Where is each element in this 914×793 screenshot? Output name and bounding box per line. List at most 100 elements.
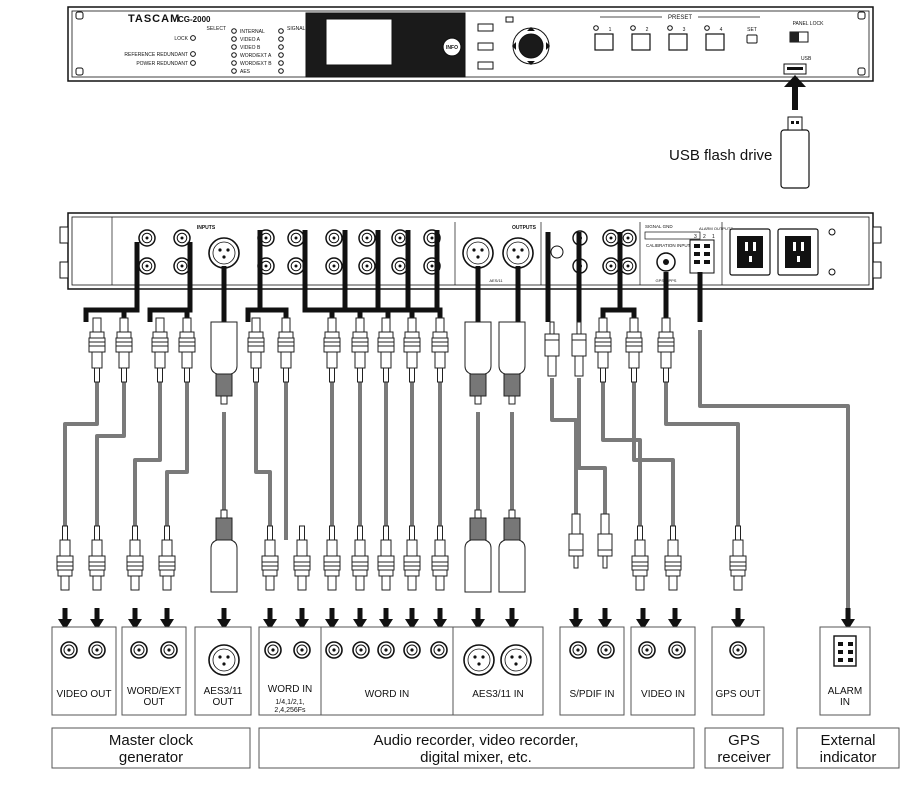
signal-label: SIGNAL [287, 26, 306, 32]
preset-button[interactable] [705, 33, 725, 51]
device-bnc-jack [430, 641, 448, 659]
xlr-plug-top [464, 321, 492, 405]
bnc-plug-top [247, 317, 265, 383]
group-external-indicator-line2: indicator [820, 749, 877, 766]
exit-cancel-button[interactable] [477, 61, 494, 70]
cable [664, 376, 740, 540]
push-enter-label: PUSH ENTER [502, 69, 532, 74]
connector-brackets [83, 230, 703, 324]
bnc-plug-bottom [351, 525, 369, 591]
alarm-terminal-pin [848, 658, 853, 662]
usb-flash-drive-label: USB flash drive [669, 147, 772, 164]
panel-lock-label: PANEL LOCK [793, 21, 825, 27]
menu-button[interactable] [477, 42, 494, 51]
cable [632, 376, 675, 540]
power-redundant-led [190, 60, 196, 66]
device-bnc-jack [569, 641, 587, 659]
info-button[interactable] [442, 37, 462, 57]
rear-xlr-inner [466, 241, 490, 265]
rates-line: 1/4,1/2,1, [275, 699, 304, 706]
power-redundant-label: POWER REDUNDANT [136, 61, 188, 67]
bnc-plug-bottom [664, 525, 682, 591]
preset-button[interactable] [594, 33, 614, 51]
label-line: OUT [143, 697, 164, 708]
group-gps-receiver [704, 727, 784, 769]
set-button[interactable] [746, 34, 758, 44]
device-xlr-pin [226, 655, 230, 659]
model-name: CG-2000 [178, 15, 211, 24]
device-word-in [320, 626, 454, 716]
device-xlr-pin [477, 662, 481, 666]
jog-arrow-up-icon [527, 27, 535, 31]
device-bnc-jack [668, 641, 686, 659]
bnc-plug-bottom [729, 525, 747, 591]
preset-button[interactable] [631, 33, 651, 51]
preset-label: PRESET [668, 15, 692, 21]
signal-led [278, 52, 284, 58]
jog-arrow-down-icon [527, 61, 535, 65]
device-bnc-jack [352, 641, 370, 659]
device-gps-out-label: GPS OUT [715, 689, 760, 700]
signal-gnd-label: SIGNAL GND [645, 224, 673, 229]
bnc-plug-top [377, 317, 395, 383]
jog-arrow-left-icon [512, 42, 516, 50]
preset-button[interactable] [668, 33, 688, 51]
signal-led [278, 28, 284, 34]
bnc-plug-bottom [126, 525, 144, 591]
reference-redundant-label: REFERENCE REDUNDANT [124, 52, 188, 58]
alarm-terminal-pin [838, 650, 843, 654]
device-bnc-jack [377, 641, 395, 659]
xlr-plug-bottom [498, 509, 526, 593]
device-video-out-label: VIDEO OUT [56, 689, 111, 700]
device-jacks [60, 635, 857, 676]
alarm-terminal-pin [848, 650, 853, 654]
bnc-plug-bottom [377, 525, 395, 591]
multi-jog-dial[interactable] [518, 33, 544, 59]
alarm-output-number: 1 [712, 234, 715, 240]
device-word-in-multi-rates: 1/4,1/2,1,2,4,256Fs [274, 699, 306, 714]
device-bnc-jack [130, 641, 148, 659]
bnc-plug-bottom [293, 525, 311, 591]
usb-drive-plug [787, 116, 803, 131]
label-line: WORD/EXT [127, 686, 181, 697]
home-display-button[interactable] [477, 23, 494, 32]
group-audio-recorder [258, 727, 695, 769]
bnc-plug-bottom [158, 525, 176, 591]
usb-arrow-shaft [792, 84, 798, 110]
device-bnc-jack [403, 641, 421, 659]
device-xlr-inner [467, 648, 491, 672]
rates-line: 2,4,256Fs [274, 707, 306, 714]
device-bnc-jack [597, 641, 615, 659]
brand-logo: TASCAM [128, 13, 180, 25]
device-bnc-jack [88, 641, 106, 659]
device-spdif-in-label: S/PDIF IN [569, 689, 614, 700]
device-bnc-jack [160, 641, 178, 659]
display-led [505, 16, 514, 23]
select-led [231, 36, 237, 42]
alarm-terminal-pin [838, 642, 843, 646]
calibration-input-pin [663, 259, 669, 265]
cable [95, 376, 126, 540]
device-spdif-in [559, 626, 625, 716]
connector-bracket [245, 230, 263, 322]
cable [254, 376, 272, 540]
label-line: OUT [212, 697, 233, 708]
bnc-plug-bottom [431, 525, 449, 591]
alarm-terminal-block [689, 239, 715, 274]
rear-connectors [138, 229, 676, 275]
rear-bnc-jack [358, 257, 376, 275]
rear-xlr-pin [520, 248, 524, 252]
rear-xlr-inner [506, 241, 530, 265]
alarm-outputs-label: ALARM OUTPUTS [699, 226, 733, 231]
label-line: IN [840, 697, 850, 708]
bnc-plug-top [115, 317, 133, 383]
group-gps-receiver-line1: GPS [728, 732, 760, 749]
rca-plug-top [571, 321, 587, 377]
cable [550, 378, 578, 514]
rear-bnc-jack [325, 229, 343, 247]
rca-plug-bottom [568, 513, 584, 569]
rear-bnc-jack [602, 229, 620, 247]
lcd-display [325, 18, 393, 66]
